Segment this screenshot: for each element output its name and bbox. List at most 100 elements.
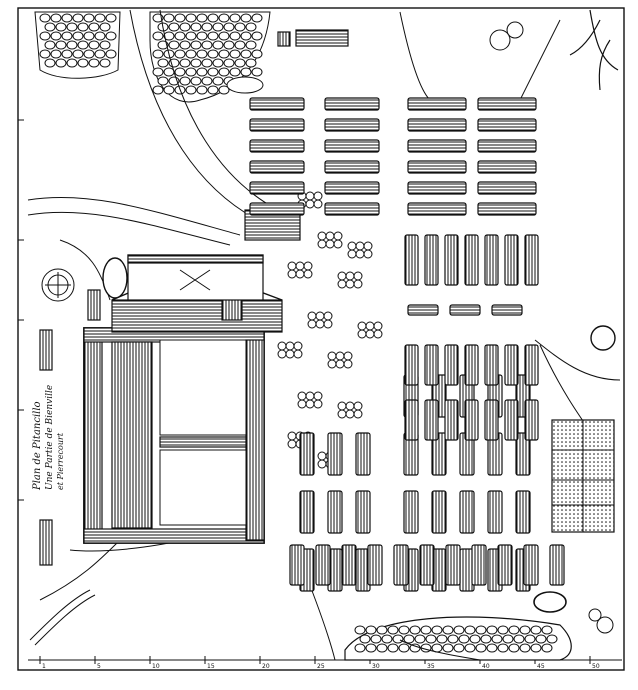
- tree-icon: [323, 311, 333, 321]
- scale-mark-label: 50: [592, 663, 600, 670]
- tree-icon: [546, 634, 558, 644]
- tree-icon: [55, 58, 67, 68]
- tree-icon: [303, 261, 313, 271]
- tree-icon: [223, 22, 235, 32]
- woodland-top-left: [34, 11, 271, 103]
- tree-icon: [513, 634, 525, 644]
- tree-icon: [464, 643, 476, 653]
- tree-icon: [240, 49, 252, 59]
- scale-mark-label: 25: [317, 663, 325, 670]
- tree-icon: [201, 40, 213, 50]
- tree-icon: [297, 399, 307, 409]
- tree-icon: [325, 239, 335, 249]
- garden-bed: [324, 181, 380, 195]
- tree-icon: [303, 269, 313, 279]
- tree-icon: [519, 625, 531, 635]
- tree-icon: [453, 625, 465, 635]
- tree-icon: [530, 625, 542, 635]
- tree-icon: [179, 40, 191, 50]
- tree-icon: [447, 634, 459, 644]
- tree-icon: [293, 349, 303, 359]
- garden-bed: [424, 399, 439, 441]
- tree-icon: [345, 409, 355, 419]
- tree-icon: [212, 58, 224, 68]
- tree-icon: [398, 643, 410, 653]
- garden-bed: [419, 544, 435, 586]
- tree-icon: [365, 329, 375, 339]
- scale-mark-label: 40: [482, 663, 490, 670]
- tree-icon: [39, 13, 51, 23]
- tree-icon: [88, 40, 100, 50]
- tree-icon: [502, 634, 514, 644]
- garden-bed: [449, 304, 481, 316]
- tree-icon: [229, 49, 241, 59]
- garden-bed: [249, 181, 305, 195]
- tree-icon: [376, 643, 388, 653]
- tree-icon: [77, 40, 89, 50]
- garden-bed: [477, 139, 537, 153]
- tree-icon: [94, 31, 106, 41]
- garden-bed: [515, 490, 531, 534]
- garden-bed: [341, 544, 357, 586]
- scale-mark-label: 30: [372, 663, 380, 670]
- tree-icon: [403, 634, 415, 644]
- tree-icon: [196, 67, 208, 77]
- garden-bed: [249, 118, 305, 132]
- tree-icon: [353, 271, 363, 281]
- tree-icon: [535, 634, 547, 644]
- tree-icon: [196, 31, 208, 41]
- tree-icon: [179, 22, 191, 32]
- tree-icon: [277, 341, 287, 351]
- tree-icon: [229, 67, 241, 77]
- tree-icon: [519, 643, 531, 653]
- tree-icon: [335, 351, 345, 361]
- tree-icon: [317, 459, 327, 469]
- tree-icon: [207, 13, 219, 23]
- tree-icon: [425, 634, 437, 644]
- tree-icon: [530, 643, 542, 653]
- tree-icon: [168, 22, 180, 32]
- garden-bed: [524, 399, 539, 441]
- tree-icon: [174, 13, 186, 23]
- garden-bed: [393, 544, 409, 586]
- caption-line-3: et Pierrecourt: [56, 432, 65, 490]
- tree-icon: [315, 311, 325, 321]
- tree-icon: [218, 67, 230, 77]
- tree-icon: [251, 13, 263, 23]
- garden-bed: [324, 202, 380, 216]
- garden-bed: [249, 202, 305, 216]
- garden-bed: [477, 202, 537, 216]
- tree-icon: [307, 319, 317, 329]
- tree-icon: [201, 76, 213, 86]
- tree-icon: [163, 85, 175, 95]
- tree-icon: [343, 351, 353, 361]
- tree-icon: [373, 329, 383, 339]
- tree-icon: [305, 399, 315, 409]
- tree-icon: [77, 22, 89, 32]
- tree-icon: [105, 49, 117, 59]
- tree-icon: [66, 40, 78, 50]
- tree-icon: [347, 241, 357, 251]
- tree-icon: [293, 341, 303, 351]
- tree-icon: [157, 58, 169, 68]
- tree-icon: [190, 58, 202, 68]
- garden-bed: [484, 344, 499, 386]
- garden-bed: [464, 399, 479, 441]
- tree-icon: [185, 31, 197, 41]
- garden-bed: [407, 97, 467, 111]
- tree-icon: [245, 58, 257, 68]
- tree-icon: [337, 409, 347, 419]
- map-caption: Plan de Pitancillo Une Partie de Bienvil…: [32, 385, 65, 491]
- tree-icon: [83, 49, 95, 59]
- tree-icon: [287, 269, 297, 279]
- tree-icon: [317, 239, 327, 249]
- tree-icon: [469, 634, 481, 644]
- tree-icon: [359, 634, 371, 644]
- tree-icon: [50, 31, 62, 41]
- tree-icon: [207, 85, 219, 95]
- tree-icon: [61, 49, 73, 59]
- tree-icon: [163, 13, 175, 23]
- tree-icon: [218, 31, 230, 41]
- tree-icon: [353, 409, 363, 419]
